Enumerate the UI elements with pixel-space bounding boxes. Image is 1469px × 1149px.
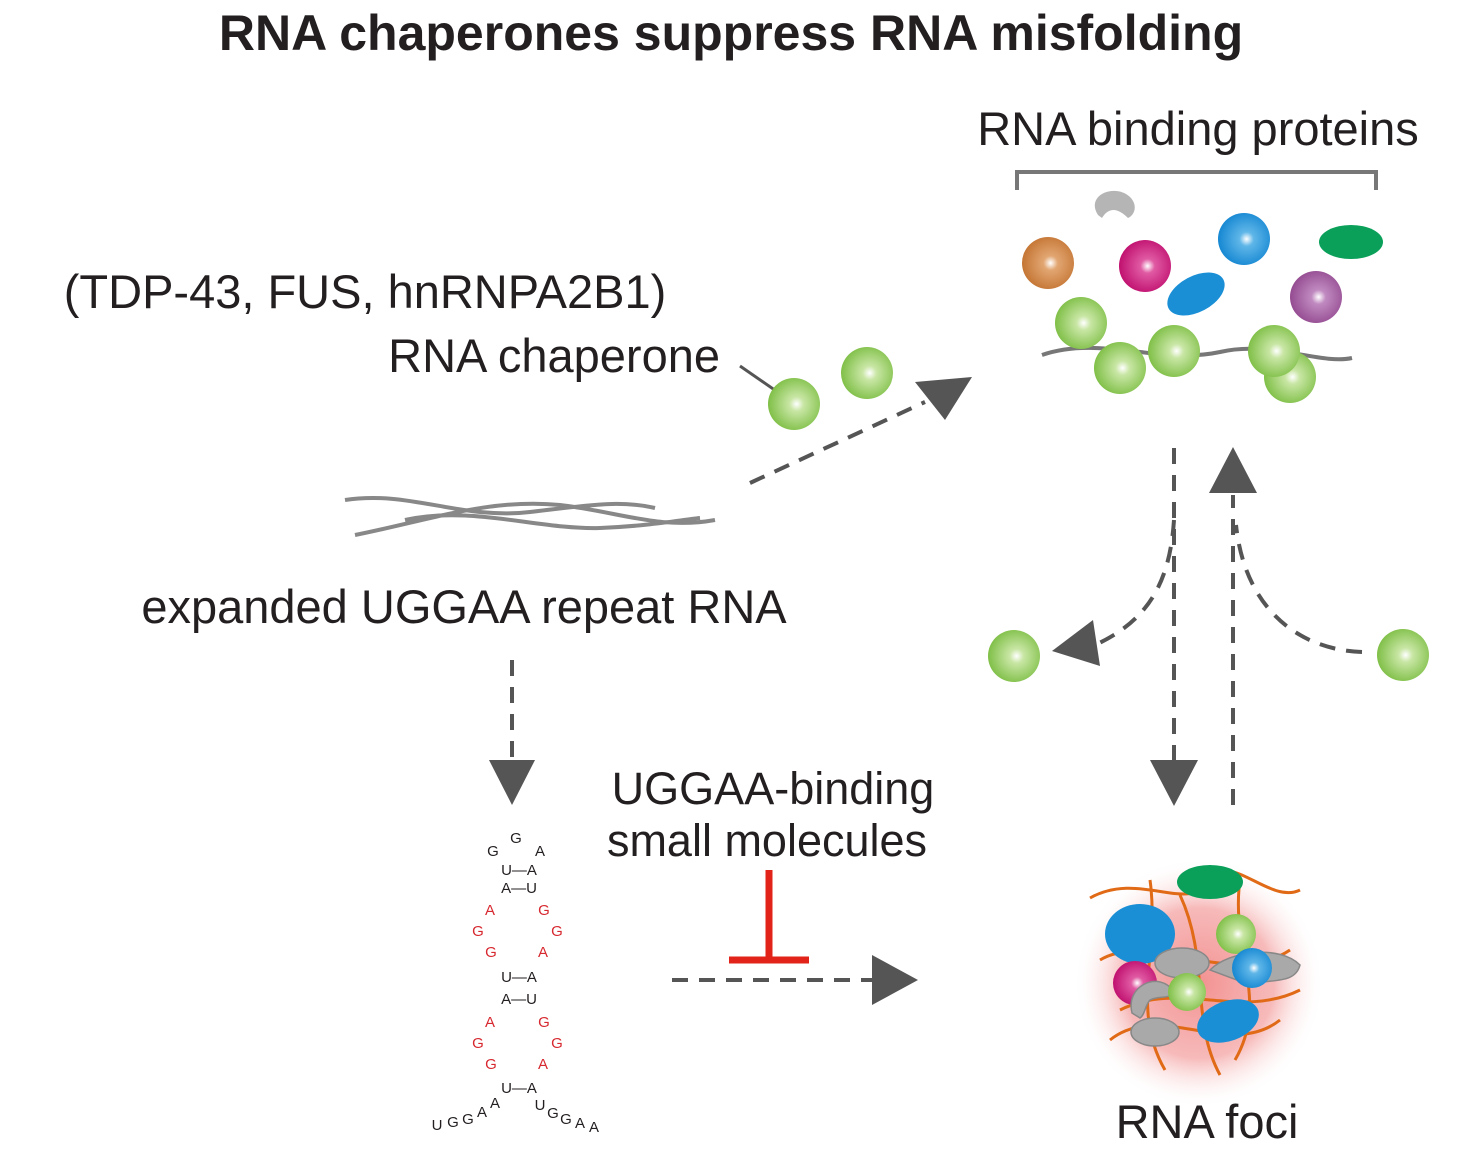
hairpin-nt: G (510, 830, 522, 847)
hairpin-nt: G (551, 1035, 563, 1052)
hairpin-nt: G (472, 923, 484, 940)
rbp-cluster (1022, 190, 1383, 403)
hairpin-pair: U—A (501, 1080, 537, 1097)
hairpin-nt: G (472, 1035, 484, 1052)
rna-foci-label: RNA foci (1116, 1095, 1299, 1148)
small-molecules-label-line2: small molecules (607, 815, 927, 866)
magenta-protein-icon (1119, 240, 1171, 292)
rbp-bracket (1015, 170, 1378, 190)
chaperone-release-curve (1094, 519, 1176, 647)
hairpin-nt: G (485, 1056, 497, 1073)
hairpin-nt: G (547, 1105, 559, 1122)
rbp-to-foci-arrowhead (1150, 760, 1198, 806)
rbp-label: RNA binding proteins (977, 102, 1419, 155)
hairpin-nt: G (462, 1111, 474, 1128)
rna-strand-icon (1041, 345, 1353, 362)
chaperone-examples-label: (TDP-43, FUS, hnRNPA2B1) (64, 265, 666, 318)
hairpin-nt: A (485, 902, 495, 919)
foci-to-rbp-arrowhead (1209, 447, 1257, 493)
hairpin-nt: A (538, 944, 548, 961)
chaperone-protein-icon (768, 378, 820, 430)
hairpin-structure: G G A U—A A—U A G G G G A U—A A—U A G G … (432, 830, 599, 1136)
hairpin-nt: G (538, 1014, 550, 1031)
hairpin-nt: G (538, 902, 550, 919)
hairpin-nt: G (487, 843, 499, 860)
hairpin-pair: A—U (501, 991, 537, 1008)
rna-to-hairpin-arrowhead (489, 760, 535, 805)
diagram-title: RNA chaperones suppress RNA misfolding (219, 5, 1243, 61)
hairpin-nt: A (490, 1095, 500, 1112)
hairpin-pair: A—U (501, 880, 537, 897)
hairpin-nt: G (485, 944, 497, 961)
chaperone-protein-icon (1055, 297, 1107, 349)
hairpin-nt: G (560, 1111, 572, 1128)
small-molecules-label-line1: UGGAA-binding (612, 763, 935, 814)
hairpin-nt: U (432, 1117, 443, 1134)
chaperone-label: RNA chaperone (388, 329, 720, 382)
chaperone-release-arrowhead (1052, 620, 1100, 666)
chaperone-protein-icon (988, 630, 1040, 682)
hairpin-nt: A (538, 1056, 548, 1073)
repeat-rna-label: expanded UGGAA repeat RNA (141, 580, 787, 633)
rna-to-rbp-arrowhead (915, 377, 972, 420)
orange-protein-icon (1022, 237, 1074, 289)
hairpin-nt: U (535, 1097, 546, 1114)
hairpin-to-foci-arrowhead (872, 955, 918, 1005)
blue-ellipse-protein-icon (1167, 272, 1225, 316)
hairpin-pair: U—A (501, 969, 537, 986)
chaperone-protein-icon (1248, 325, 1300, 377)
chaperone-protein-icon (1094, 342, 1146, 394)
green-ellipse-protein-icon (1319, 225, 1383, 259)
blue-protein-icon (1218, 213, 1270, 265)
chaperone-protein-icon (1377, 629, 1429, 681)
chaperone-recruit-curve (1234, 524, 1363, 654)
hairpin-nt: G (551, 923, 563, 940)
hairpin-pair: U—A (501, 862, 537, 879)
hairpin-nt: A (575, 1115, 585, 1132)
rna-to-rbp-arrow (749, 400, 926, 485)
hairpin-nt: G (447, 1114, 459, 1131)
chaperone-protein-icon (1148, 325, 1200, 377)
hairpin-nt: A (535, 843, 545, 860)
chaperone-protein-icon (841, 347, 893, 399)
inhibition-icon (729, 870, 809, 964)
rna-foci-icon (1074, 858, 1324, 1108)
gray-crescent-icon (1094, 190, 1135, 218)
purple-protein-icon (1290, 271, 1342, 323)
repeat-rna-strands (344, 495, 716, 537)
hairpin-nt: A (485, 1014, 495, 1031)
hairpin-nt: A (477, 1104, 487, 1121)
hairpin-nt: A (589, 1119, 599, 1136)
